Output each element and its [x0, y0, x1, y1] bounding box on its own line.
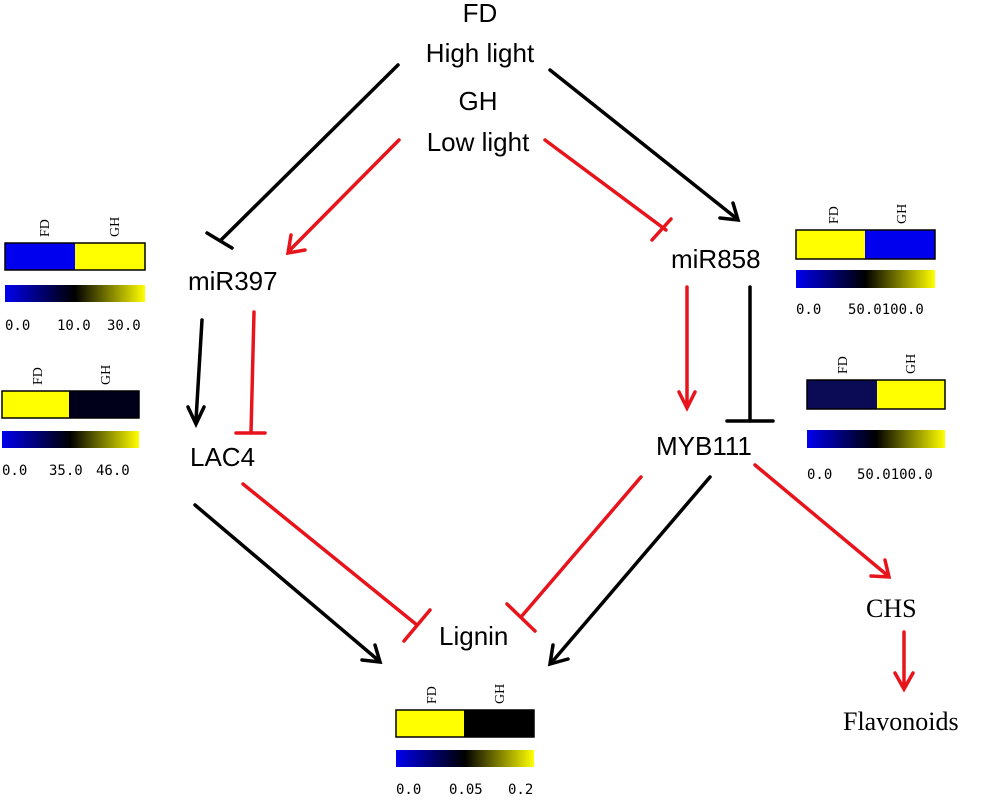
scale-tick-mid: 0.05 [449, 782, 483, 798]
heatmap-cell-fd [796, 230, 865, 259]
edge-fd-activates-mir858 [548, 68, 738, 220]
color-scale-bar [2, 431, 139, 448]
condition-gh-label: GH [459, 86, 498, 116]
heatmap-column-fd: FD [836, 356, 851, 374]
edge-myb111-inhibits-lignin [519, 475, 643, 619]
heatmap-column-fd: FD [827, 206, 842, 224]
node-lignin: Lignin [439, 621, 508, 651]
arrowhead-icon [893, 671, 915, 693]
node-chs: CHS [866, 594, 917, 623]
heatmap-column-gh: GH [108, 217, 123, 237]
edges [186, 63, 915, 693]
scale-tick-min: 0.0 [2, 463, 27, 479]
scale-tick-min: 0.0 [796, 302, 821, 318]
condition-low-light-label: Low light [427, 127, 530, 157]
color-scale-bar [807, 430, 945, 448]
inhibit-bar-icon [205, 231, 234, 250]
heatmap-cell-gh [75, 243, 145, 270]
scale-tick-mid: 35.0 [49, 463, 83, 479]
scale-tick-min: 0.0 [5, 318, 30, 334]
heatmap-border [4, 242, 146, 271]
node-myb111: MYB111 [656, 431, 752, 461]
arrowhead-icon [677, 390, 697, 412]
heatmap-cell-fd [5, 243, 75, 270]
heatmap-border [795, 229, 936, 260]
node-mir858: miR858 [671, 244, 761, 274]
heatmap-lignin: FD GH 0.0 0.05 0.2 [395, 684, 535, 798]
scale-tick-min: 0.0 [396, 782, 421, 798]
heatmap-column-fd: FD [31, 367, 46, 385]
node-flavonoids: Flavonoids [843, 707, 959, 736]
heatmap-column-gh: GH [895, 204, 910, 224]
arrowhead-icon [718, 201, 741, 223]
heatmap-border [806, 379, 946, 410]
heatmap-border [395, 709, 535, 738]
edge-lac4-activates-lignin [193, 503, 380, 662]
scale-tick-max: 30.0 [107, 318, 141, 334]
inhibit-bar-icon [402, 608, 432, 643]
edge-gh-activates-mir397 [288, 138, 401, 252]
heatmap-cell-gh [69, 391, 139, 418]
edge-myb111-activates-lignin [550, 475, 712, 664]
condition-fd-label: FD [463, 0, 498, 28]
heatmap-cell-fd [2, 391, 69, 418]
edge-myb111-activates-chs [753, 463, 889, 577]
scale-tick-mid: 10.0 [57, 318, 91, 334]
arrowhead-icon [547, 643, 570, 667]
color-scale-bar [796, 270, 935, 288]
heatmap-cell-fd [396, 710, 464, 737]
inhibit-bar-icon [505, 602, 537, 633]
heatmap-cell-gh [877, 380, 945, 409]
edge-lac4-inhibits-lignin [241, 482, 419, 627]
heatmap-mir858: FD GH 0.0 50.0100.0 [795, 204, 936, 318]
arrowhead-icon [869, 558, 892, 579]
inhibit-bar-icon [650, 217, 673, 242]
heatmap-column-fd: FD [425, 686, 440, 704]
scale-tick-max: 0.2 [508, 782, 533, 798]
edge-gh-inhibits-mir858 [543, 138, 668, 232]
condition-high-light-label: High light [426, 38, 535, 68]
heatmap-myb111: FD GH 0.0 50.0100.0 [806, 354, 946, 483]
scale-tick-mid-max: 50.0100.0 [857, 467, 933, 483]
heatmap-column-fd: FD [38, 219, 53, 237]
heatmap-cell-gh [464, 710, 534, 737]
edge-fd-inhibits-mir397 [219, 63, 400, 242]
scale-tick-mid-max: 50.0100.0 [848, 302, 924, 318]
node-lac4: LAC4 [190, 442, 255, 472]
node-mir397: miR397 [188, 266, 278, 296]
heatmap-column-gh: GH [99, 365, 114, 385]
heatmap-column-gh: GH [493, 684, 508, 704]
color-scale-bar [5, 285, 145, 302]
heatmap-column-gh: GH [904, 354, 919, 374]
heatmap-cell-gh [865, 230, 935, 259]
arrowhead-icon [285, 233, 307, 256]
arrowhead-icon [186, 405, 206, 429]
scale-tick-min: 0.0 [807, 467, 832, 483]
edge-mir397-inhibits-lac4 [249, 310, 256, 435]
scale-tick-max: 46.0 [96, 463, 130, 479]
arrowhead-icon [360, 643, 383, 665]
heatmap-cell-fd [807, 380, 877, 409]
heatmap-border [1, 390, 140, 419]
heatmap-mir397: FD GH 0.0 10.0 30.0 [4, 217, 146, 334]
color-scale-bar [396, 750, 534, 767]
edge-mir397-activates-lac4 [194, 318, 204, 422]
heatmap-lac4: FD GH 0.0 35.0 46.0 [1, 365, 140, 479]
